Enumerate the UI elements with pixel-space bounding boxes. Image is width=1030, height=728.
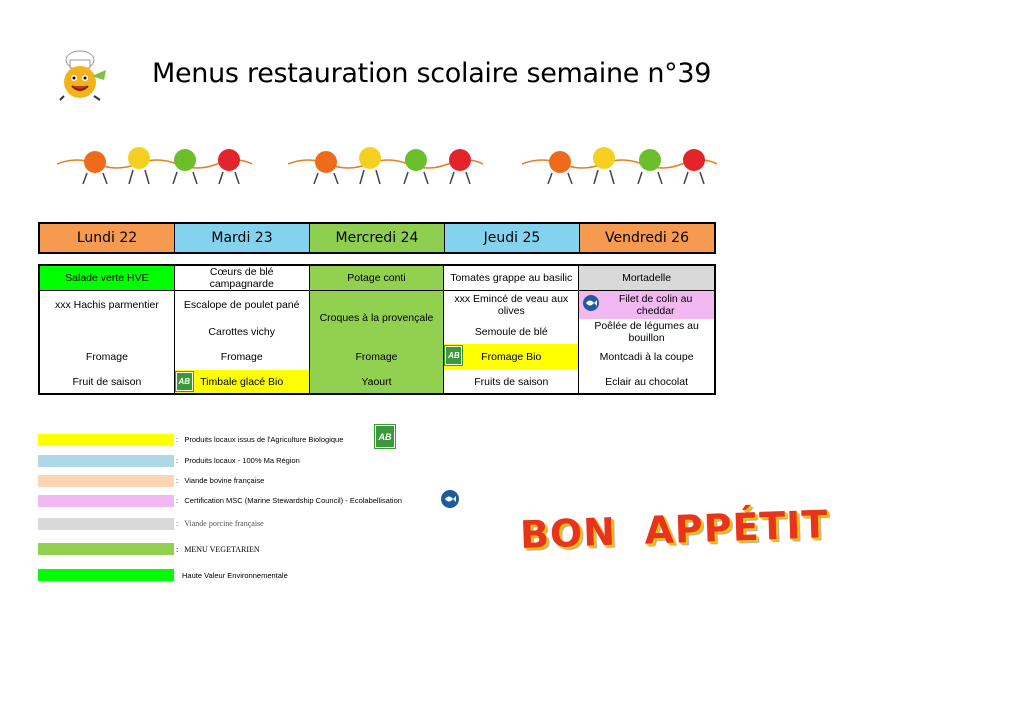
legend-separator: : (176, 435, 179, 444)
menu-cell-mardi-accompagnement: Carottes vichy (175, 319, 310, 344)
day-header-jeudi: Jeudi 25 (445, 224, 580, 252)
bon-appetit-banner: BON APPÉTIT (519, 502, 830, 557)
legend-separator: : (176, 519, 179, 528)
legend-swatch-bio (38, 434, 174, 446)
legend-item-porcine: : Viande porcine française (176, 519, 264, 528)
menu-cell-mercredi-fromage: Fromage (309, 344, 445, 370)
menu-cell-mardi-entree: Cœurs de blé campagnarde (174, 266, 310, 291)
msc-fish-icon (441, 490, 459, 508)
legend-item-vegetarien: : MENU VEGETARIEN (176, 545, 260, 554)
menu-cell-lundi-dessert: Fruit de saison (40, 370, 175, 393)
menu-cell-mercredi-plat: Croques à la provençale (309, 291, 445, 344)
menu-cell-lundi-accompagnement (40, 319, 175, 344)
menu-cell-text: Filet de colin au cheddar (618, 293, 693, 317)
menu-cell-jeudi-dessert: Fruits de saison (444, 370, 580, 393)
day-header-vendredi: Vendredi 26 (580, 224, 714, 252)
menu-cell-vendredi-entree: Mortadelle (579, 266, 714, 291)
legend-swatch-msc (38, 495, 174, 507)
legend-swatch-porcine (38, 518, 174, 530)
day-header-lundi: Lundi 22 (40, 224, 175, 252)
msc-fish-icon (583, 295, 600, 311)
menu-cell-jeudi-plat: xxx Emincé de veau aux olives (444, 291, 580, 319)
legend-separator: : (176, 456, 179, 465)
legend-swatch-hve (38, 569, 174, 581)
menu-cell-mercredi-entree: Potage conti (309, 266, 445, 291)
chef-logo (54, 46, 114, 102)
menu-cell-mardi-plat: Escalope de poulet pané (175, 291, 310, 319)
fruit-banner-image (287, 138, 484, 190)
ab-bio-icon: AB (445, 346, 463, 365)
legend-label: Produits locaux issus de l'Agriculture B… (184, 435, 344, 444)
legend-item-hve: Haute Valeur Environnementale (182, 571, 288, 580)
menu-cell-mardi-fromage: Fromage (175, 344, 310, 370)
menu-table: Salade verte HVE Cœurs de blé campagnard… (38, 264, 716, 395)
legend-item-region: : Produits locaux - 100% Ma Région (176, 456, 300, 465)
menu-cell-jeudi-accompagnement: Semoule de blé (444, 319, 580, 344)
menu-cell-vendredi-dessert: Eclair au chocolat (605, 375, 689, 388)
menu-cell-lundi-entree: Salade verte HVE (40, 266, 175, 291)
fruit-banner-image (56, 138, 253, 190)
ab-bio-icon: AB (375, 425, 395, 448)
page-title: Menus restauration scolaire semaine n°39 (152, 58, 712, 89)
legend-swatch-bovine (38, 475, 174, 487)
menu-cell-vendredi-accompagnement: Poêlée de légumes au bouillon (594, 319, 699, 344)
legend-item-msc: : Certification MSC (Marine Stewardship … (176, 496, 402, 505)
menu-cell-lundi-plat: xxx Hachis parmentier (40, 291, 175, 319)
ab-bio-icon: AB (175, 372, 193, 391)
menu-cell-mercredi-dessert: Yaourt (309, 370, 445, 393)
menu-cell-vendredi-fromage: Montcadi à la coupe (599, 351, 694, 363)
legend-label: Viande bovine française (184, 476, 265, 485)
legend-separator: : (176, 545, 179, 554)
legend-label: Viande porcine française (184, 519, 264, 528)
menu-cell-text: Timbale glacé Bio (200, 375, 284, 388)
legend-label: MENU VEGETARIEN (184, 545, 260, 554)
legend-item-bovine: : Viande bovine française (176, 476, 264, 485)
menu-cell-vendredi-plat: Filet de colin au cheddar (579, 291, 714, 319)
legend-label: Haute Valeur Environnementale (182, 571, 288, 580)
menu-cell-mardi-dessert: AB Timbale glacé Bio (174, 370, 310, 393)
day-header-mardi: Mardi 23 (175, 224, 310, 252)
menu-cell-jeudi-fromage: AB Fromage Bio (444, 344, 580, 370)
legend-separator: : (176, 496, 179, 505)
day-header-mercredi: Mercredi 24 (310, 224, 445, 252)
menu-cell-lundi-fromage: Fromage (40, 344, 175, 370)
legend-label: Produits locaux - 100% Ma Région (184, 456, 300, 465)
menu-cell-text: Fromage Bio (481, 351, 542, 363)
day-header-row: Lundi 22 Mardi 23 Mercredi 24 Jeudi 25 V… (38, 222, 716, 254)
menu-cell-jeudi-entree: Tomates grappe au basilic (444, 266, 580, 291)
fruit-banner-image (521, 138, 718, 190)
legend-item-bio: : Produits locaux issus de l'Agriculture… (176, 435, 343, 444)
legend-separator: : (176, 476, 179, 485)
legend-label: Certification MSC (Marine Stewardship Co… (184, 496, 402, 505)
legend-swatch-vegetarien (38, 543, 174, 555)
legend-swatch-region (38, 455, 174, 467)
